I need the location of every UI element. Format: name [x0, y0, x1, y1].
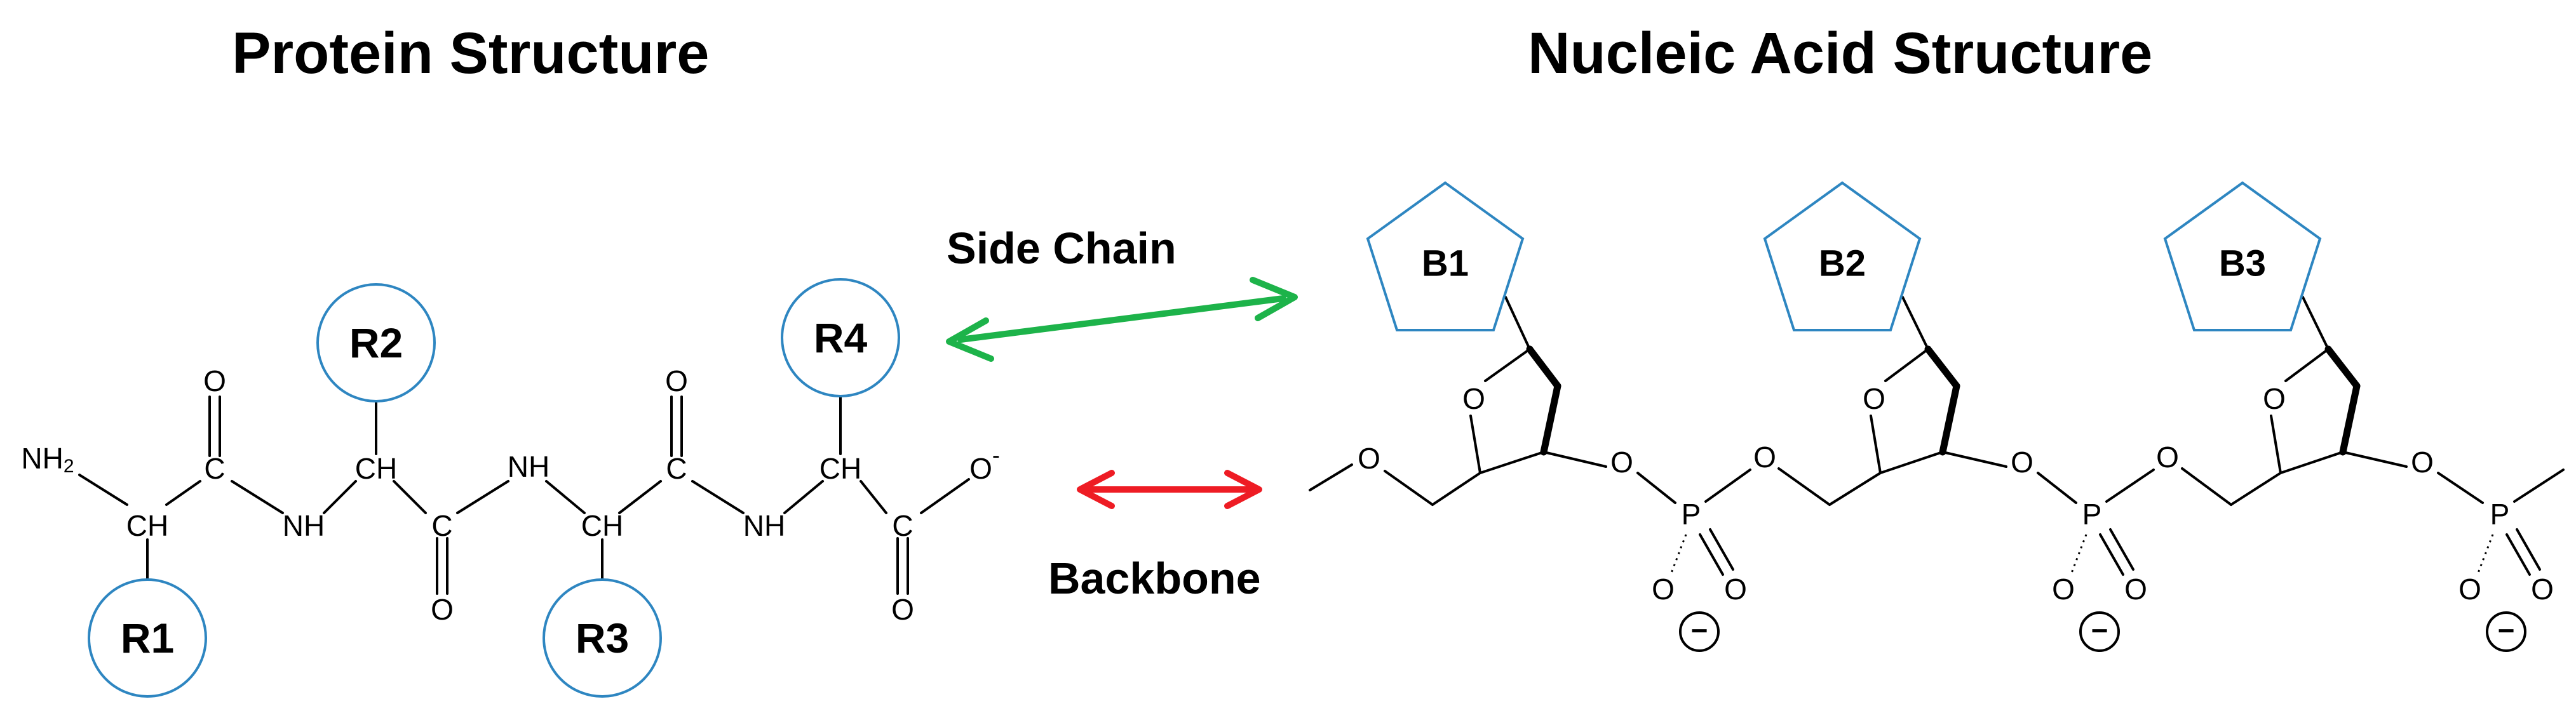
carbonyl-carbon-2: C — [431, 509, 452, 542]
protein-backbone — [78, 396, 970, 595]
nucleic-backbone — [1309, 296, 2565, 576]
residue-r4: R4 — [781, 278, 900, 397]
ester-oxygen-1b: O — [1753, 441, 1776, 474]
svg-text:−: − — [1691, 614, 1708, 647]
protein-structure-title: Protein Structure — [232, 21, 709, 86]
linker-oxygen-0: O — [1358, 442, 1380, 475]
ring-oxygen-1: O — [1462, 382, 1485, 415]
carbonyl-oxygen-3: O — [665, 364, 688, 397]
base-b1: B1 — [1366, 181, 1525, 331]
ester-oxygen-2b: O — [2156, 441, 2179, 474]
amide-nitrogen-2: NH — [508, 450, 550, 483]
residue-r3: R3 — [543, 578, 662, 698]
ester-oxygen-3a: O — [2411, 446, 2434, 479]
amide-nitrogen-1: NH — [283, 509, 325, 542]
amide-nitrogen-3: NH — [743, 509, 785, 542]
negative-charge-2: − — [2079, 611, 2120, 652]
residue-r4-label: R4 — [814, 314, 868, 361]
amine-label: NH2 — [21, 442, 74, 477]
nucleic-acid-structure-title: Nucleic Acid Structure — [1528, 21, 2152, 86]
carboxyl-carbon: C — [892, 509, 913, 542]
carbonyl-oxygen-1: O — [203, 364, 226, 397]
protein-atoms: NH2 CH C O NH CH C O NH CH C O NH CH C O… — [21, 364, 999, 626]
phosphate-oxygen-3a: O — [2458, 573, 2481, 606]
negative-charge-3: − — [2486, 611, 2526, 652]
phosphate-oxygen-3b: O — [2531, 573, 2554, 606]
residue-r1-label: R1 — [121, 615, 174, 661]
base-b3-label: B3 — [2219, 243, 2266, 284]
phosphate-oxygen-2a: O — [2052, 573, 2075, 606]
residue-r1: R1 — [88, 578, 207, 698]
nucleobases: B1 B2 B3 — [1366, 181, 2322, 331]
backbone-arrow — [1077, 470, 1262, 509]
carboxyl-oxygen-double: O — [891, 593, 914, 626]
phosphate-charges: − − − — [1679, 611, 2526, 652]
svg-text:−: − — [2498, 614, 2515, 647]
ester-oxygen-1a: O — [1610, 446, 1633, 479]
carbonyl-carbon-3: C — [666, 452, 687, 485]
phosphorus-3: P — [2490, 498, 2510, 531]
carbonyl-oxygen-2: O — [431, 593, 454, 626]
base-b1-label: B1 — [1422, 243, 1469, 284]
ester-oxygen-2a: O — [2011, 446, 2033, 479]
phosphate-oxygen-2b: O — [2124, 573, 2147, 606]
ring-oxygen-2: O — [1863, 382, 1885, 415]
carboxylate-oxygen: O- — [969, 442, 1000, 486]
base-b2: B2 — [1763, 181, 1922, 331]
side-chain-label: Side Chain — [947, 223, 1177, 273]
base-b3: B3 — [2163, 181, 2322, 331]
base-b2-label: B2 — [1819, 243, 1866, 284]
ring-oxygen-3: O — [2263, 382, 2286, 415]
carbonyl-carbon-1: C — [204, 452, 225, 485]
alpha-carbon-4: CH — [819, 452, 861, 485]
phosphorus-2: P — [2082, 498, 2102, 531]
svg-text:−: − — [2091, 614, 2108, 647]
nucleic-atoms: O O O P O O O O O P O O O O O P O O — [1358, 382, 2554, 606]
residue-r3-label: R3 — [576, 615, 629, 661]
residue-r2: R2 — [316, 283, 436, 402]
alpha-carbon-2: CH — [355, 452, 397, 485]
residue-r2-label: R2 — [349, 319, 403, 366]
alpha-carbon-3: CH — [581, 509, 623, 542]
negative-charge-1: − — [1679, 611, 1720, 652]
side-chain-arrow — [946, 277, 1298, 362]
phosphate-oxygen-1b: O — [1724, 573, 1747, 606]
backbone-label: Backbone — [1048, 554, 1261, 603]
phosphorus-1: P — [1682, 498, 1701, 531]
residue-groups: R1 R2 R3 R4 — [88, 278, 900, 698]
alpha-carbon-1: CH — [126, 509, 168, 542]
phosphate-oxygen-1a: O — [1652, 573, 1675, 606]
